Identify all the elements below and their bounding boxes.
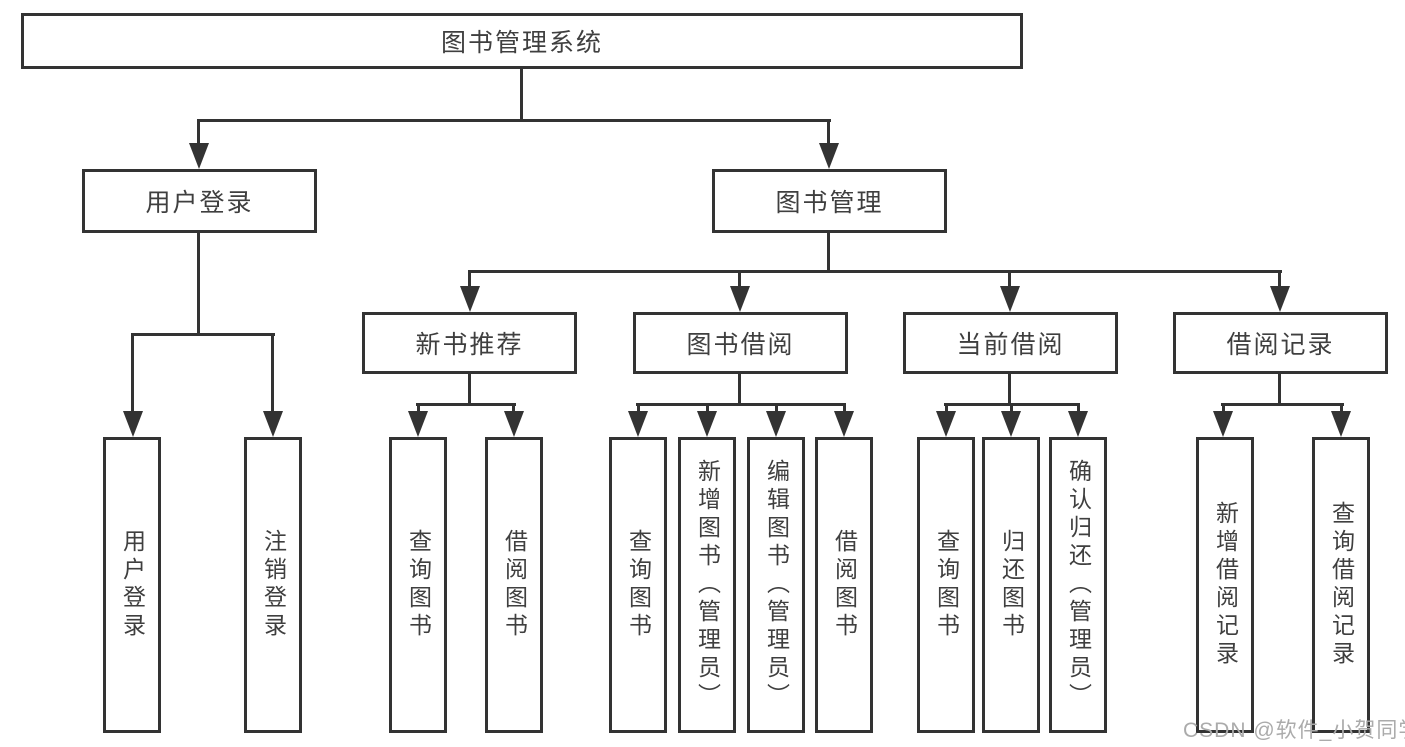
node-borrow-record-label: 借阅记录 — [1226, 331, 1335, 359]
leaf-borrow-edit-books-admin: 编辑图书（管理员） — [747, 437, 805, 733]
connector-line — [131, 333, 134, 413]
leaf-borrow-edit-books-admin-label: 编辑图书（管理员） — [763, 459, 790, 711]
leaf-recommend-query-books: 查询图书 — [389, 437, 447, 733]
arrow-down-icon — [1001, 411, 1021, 437]
leaf-current-confirm-return-admin: 确认归还（管理员） — [1049, 437, 1107, 733]
connector-line — [520, 69, 523, 121]
connector-line — [945, 403, 948, 413]
arrow-down-icon — [408, 411, 428, 437]
arrow-down-icon — [819, 143, 839, 169]
arrow-down-icon — [460, 286, 480, 312]
csdn-watermark: CSDN @软件_小贺同学 — [1183, 719, 1405, 742]
connector-line — [827, 233, 830, 272]
arrow-down-icon — [1000, 286, 1020, 312]
connector-line — [738, 270, 741, 288]
connector-line — [1221, 403, 1344, 406]
leaf-logout-label: 注销登录 — [260, 529, 287, 641]
connector-line — [468, 374, 471, 405]
node-current-borrow: 当前借阅 — [903, 312, 1118, 374]
connector-line — [1008, 374, 1011, 405]
leaf-record-query-borrow-record: 查询借阅记录 — [1312, 437, 1370, 733]
connector-line — [1278, 374, 1281, 405]
leaf-borrow-add-books-admin-label: 新增图书（管理员） — [694, 459, 721, 711]
leaf-current-confirm-return-admin-label: 确认归还（管理员） — [1065, 459, 1092, 711]
node-borrow-record: 借阅记录 — [1173, 312, 1388, 374]
leaf-current-return-books-label: 归还图书 — [998, 529, 1025, 641]
leaf-borrow-query-books-label: 查询图书 — [625, 529, 652, 641]
connector-line — [843, 403, 846, 413]
leaf-borrow-borrow-books-label: 借阅图书 — [831, 529, 858, 641]
leaf-borrow-borrow-books: 借阅图书 — [815, 437, 873, 733]
arrow-down-icon — [263, 411, 283, 437]
arrow-down-icon — [1068, 411, 1088, 437]
connector-line — [827, 119, 830, 145]
leaf-borrow-add-books-admin: 新增图书（管理员） — [678, 437, 736, 733]
leaf-current-return-books: 归还图书 — [982, 437, 1040, 733]
connector-line — [1222, 403, 1225, 413]
connector-line — [197, 233, 200, 335]
node-new-book-recommend-label: 新书推荐 — [415, 331, 524, 359]
node-book-management: 图书管理 — [712, 169, 947, 233]
node-root: 图书管理系统 — [21, 13, 1023, 69]
leaf-record-add-borrow-record-label: 新增借阅记录 — [1212, 501, 1239, 669]
connector-line — [738, 374, 741, 405]
connector-line — [416, 403, 516, 406]
connector-line — [468, 270, 471, 288]
leaf-logout: 注销登录 — [244, 437, 302, 733]
leaf-record-add-borrow-record: 新增借阅记录 — [1196, 437, 1254, 733]
arrow-down-icon — [697, 411, 717, 437]
leaf-recommend-query-books-label: 查询图书 — [405, 529, 432, 641]
connector-line — [1278, 270, 1281, 288]
node-user-login: 用户登录 — [82, 169, 317, 233]
node-current-borrow-label: 当前借阅 — [956, 331, 1065, 359]
connector-line — [468, 270, 1282, 273]
leaf-user-login: 用户登录 — [103, 437, 161, 733]
node-book-borrow: 图书借阅 — [633, 312, 848, 374]
connector-line — [417, 403, 420, 413]
connector-line — [775, 403, 778, 413]
connector-line — [1340, 403, 1343, 413]
arrow-down-icon — [834, 411, 854, 437]
connector-line — [636, 403, 846, 406]
arrow-down-icon — [936, 411, 956, 437]
connector-line — [271, 333, 274, 413]
arrow-down-icon — [189, 143, 209, 169]
connector-line — [637, 403, 640, 413]
connector-line — [1008, 270, 1011, 288]
arrow-down-icon — [628, 411, 648, 437]
arrow-down-icon — [504, 411, 524, 437]
connector-line — [1010, 403, 1013, 413]
connector-line — [512, 403, 515, 413]
leaf-borrow-query-books: 查询图书 — [609, 437, 667, 733]
arrow-down-icon — [1213, 411, 1233, 437]
arrow-down-icon — [766, 411, 786, 437]
arrow-down-icon — [730, 286, 750, 312]
connector-line — [706, 403, 709, 413]
node-book-management-label: 图书管理 — [775, 189, 884, 217]
leaf-record-query-borrow-record-label: 查询借阅记录 — [1328, 501, 1355, 669]
leaf-recommend-borrow-books-label: 借阅图书 — [501, 529, 528, 641]
node-user-login-label: 用户登录 — [145, 189, 254, 217]
arrow-down-icon — [1331, 411, 1351, 437]
connector-line — [197, 119, 200, 145]
arrow-down-icon — [1270, 286, 1290, 312]
connector-line — [197, 119, 831, 122]
node-book-borrow-label: 图书借阅 — [686, 331, 795, 359]
leaf-current-query-books: 查询图书 — [917, 437, 975, 733]
arrow-down-icon — [123, 411, 143, 437]
connector-line — [131, 333, 275, 336]
node-new-book-recommend: 新书推荐 — [362, 312, 577, 374]
connector-line — [1077, 403, 1080, 413]
leaf-recommend-borrow-books: 借阅图书 — [485, 437, 543, 733]
leaf-current-query-books-label: 查询图书 — [933, 529, 960, 641]
node-root-label: 图书管理系统 — [440, 29, 603, 57]
leaf-user-login-label: 用户登录 — [119, 529, 146, 641]
